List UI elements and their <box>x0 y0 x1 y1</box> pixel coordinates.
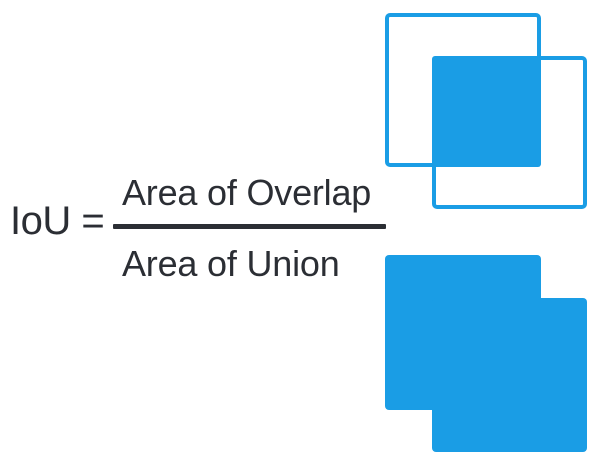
iou-formula: IoU = Area of Overlap Area of Union <box>10 172 386 284</box>
formula-numerator: Area of Overlap <box>122 172 372 213</box>
fraction-bar <box>113 224 386 229</box>
formula-denominator: Area of Union <box>122 243 340 284</box>
union-diagram <box>375 240 600 468</box>
intersection-fill-overlay <box>434 58 539 165</box>
iou-label: IoU = <box>10 199 105 243</box>
union-box-b-fill <box>432 298 587 452</box>
overlap-diagram <box>375 0 600 225</box>
